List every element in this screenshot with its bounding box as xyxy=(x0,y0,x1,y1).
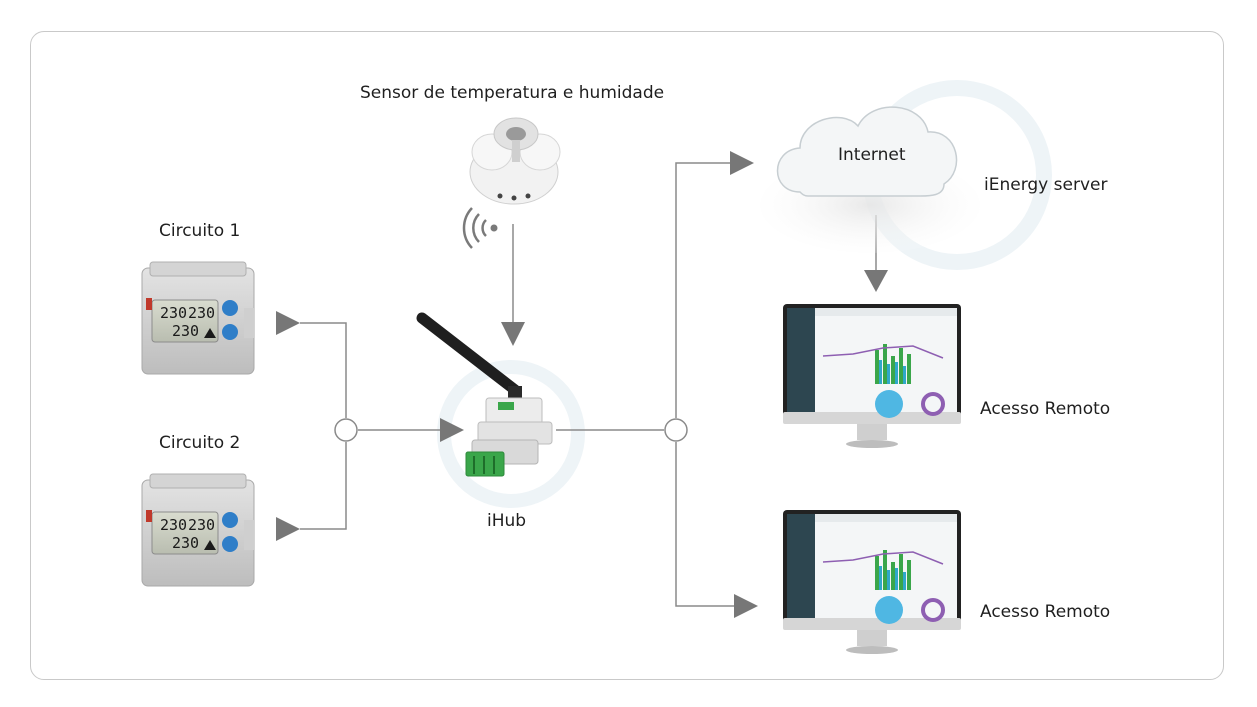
meter1-reading-1a: 230 xyxy=(160,304,187,322)
meter-led xyxy=(146,298,152,310)
internet-label: Internet xyxy=(838,145,906,165)
meter-warning-icon xyxy=(204,540,216,550)
junction-to-remote2-line xyxy=(675,442,734,607)
internet-cloud-icon xyxy=(760,106,980,253)
arrowheads xyxy=(276,151,888,618)
arrow-to-hub xyxy=(440,418,464,442)
meter-button-down-icon xyxy=(222,324,238,340)
meter1-reading-2: 230 xyxy=(172,322,199,340)
circuit2-line xyxy=(300,442,347,530)
ihub-device-icon xyxy=(416,312,553,477)
meter1-reading-1b: 230 xyxy=(188,304,215,322)
meter-led xyxy=(146,510,152,522)
circuit1-label: Circuito 1 xyxy=(159,221,241,241)
arrow-to-internet xyxy=(730,151,754,175)
arrow-circuit1 xyxy=(276,311,300,335)
arrow-to-remote1 xyxy=(864,270,888,292)
energy-meter-2: 230 230 230 xyxy=(141,473,255,587)
junction-to-internet-line xyxy=(675,162,732,418)
circuit1-line xyxy=(300,322,347,418)
meter2-reading-1b: 230 xyxy=(188,516,215,534)
meter-button-up-icon xyxy=(222,512,238,528)
antenna-icon xyxy=(416,312,521,396)
server-label: iEnergy server xyxy=(984,175,1108,195)
sensor-label: Sensor de temperatura e humidade xyxy=(360,83,665,103)
circuit2-label: Circuito 2 xyxy=(159,433,241,453)
remote-monitor-2-icon xyxy=(783,510,961,654)
ihub-label: iHub xyxy=(487,511,527,531)
meter-button-down-icon xyxy=(222,536,238,552)
meter2-reading-1a: 230 xyxy=(160,516,187,534)
remote-access-2-label: Acesso Remoto xyxy=(980,602,1111,622)
diagram-frame xyxy=(30,31,1224,680)
arrow-sensor-down xyxy=(501,322,525,346)
wireless-signal-icon xyxy=(462,207,498,249)
temperature-humidity-sensor-icon xyxy=(469,117,561,205)
meter-warning-icon xyxy=(204,328,216,338)
energy-meter-1: 230 230 230 xyxy=(141,261,255,375)
meter-button-up-icon xyxy=(222,300,238,316)
junction-left xyxy=(334,418,358,442)
meter2-reading-2: 230 xyxy=(172,534,199,552)
junction-right xyxy=(664,418,688,442)
remote-access-1-label: Acesso Remoto xyxy=(980,399,1111,419)
remote-monitor-1-icon xyxy=(783,304,961,448)
arrow-to-remote2 xyxy=(734,594,758,618)
arrow-circuit2 xyxy=(276,517,300,541)
